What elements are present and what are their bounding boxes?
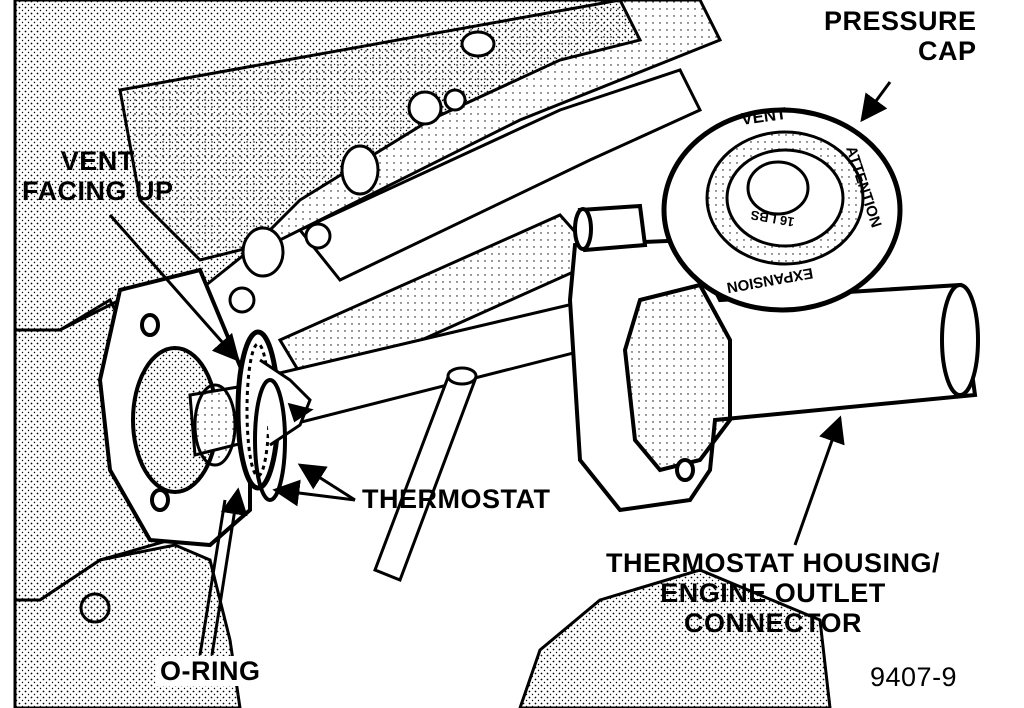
vent-facing-up-label: VENT FACING UP	[22, 146, 174, 206]
vent-label-line-1: VENT	[60, 146, 135, 176]
pressure-cap: VENT ATTENTION EXPANSION 16 LBS	[661, 104, 903, 313]
thermostat-housing-label: THERMOSTAT HOUSING/ ENGINE OUTLET CONNEC…	[606, 548, 940, 638]
o-ring-label: O-RING	[156, 656, 265, 686]
housing-label-line-1: THERMOSTAT HOUSING/	[606, 548, 940, 578]
pressure-cap-label-line-1: PRESSURE	[824, 6, 977, 36]
pressure-cap-label: PRESSURE CAP	[824, 6, 977, 66]
figure-number: 9407-9	[870, 662, 958, 692]
o-ring	[253, 378, 287, 502]
vent-label-line-2: FACING UP	[22, 176, 174, 206]
manifold	[118, 0, 723, 432]
bypass-tube	[373, 366, 478, 582]
leader-lines	[108, 81, 892, 656]
thermostat-label: THERMOSTAT	[362, 484, 551, 514]
housing-label-line-3: CONNECTOR	[683, 608, 862, 638]
thermostat-housing	[567, 203, 980, 513]
bolts	[79, 30, 496, 624]
pressure-cap-label-line-2: CAP	[918, 36, 977, 66]
housing-label-line-2: ENGINE OUTLET	[660, 578, 886, 608]
